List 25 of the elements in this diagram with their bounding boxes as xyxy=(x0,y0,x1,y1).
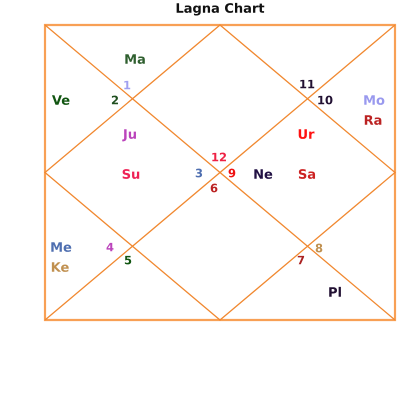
planet-label: Ve xyxy=(52,95,70,105)
sign-number: 3 xyxy=(196,168,202,178)
planet-label: Ra xyxy=(364,115,382,125)
sign-number: 9 xyxy=(228,168,236,178)
planet-label: Me xyxy=(51,242,72,252)
planet-label: Mo xyxy=(364,95,384,105)
sign-number: 12 xyxy=(212,152,226,162)
planet-label: Ur xyxy=(298,129,314,139)
sign-number: 7 xyxy=(298,256,304,264)
chart-title: Lagna Chart xyxy=(176,2,264,16)
sign-number: 4 xyxy=(106,242,114,252)
sign-number: 11 xyxy=(300,80,314,88)
sign-number: 10 xyxy=(318,96,332,104)
planet-label: Pl xyxy=(329,286,341,297)
sign-number: 5 xyxy=(124,256,132,264)
planet-label: Ju xyxy=(122,129,136,142)
planet-label: Ne xyxy=(254,169,272,179)
planet-label: Sa xyxy=(298,169,316,179)
sign-number: 6 xyxy=(210,184,218,192)
sign-number: 2 xyxy=(112,96,118,104)
planet-label: Ma xyxy=(125,54,145,64)
planet-label: Su xyxy=(122,169,140,179)
sign-number: 8 xyxy=(316,244,322,252)
sign-number: 1 xyxy=(124,80,130,90)
planet-label: Ke xyxy=(52,262,69,272)
